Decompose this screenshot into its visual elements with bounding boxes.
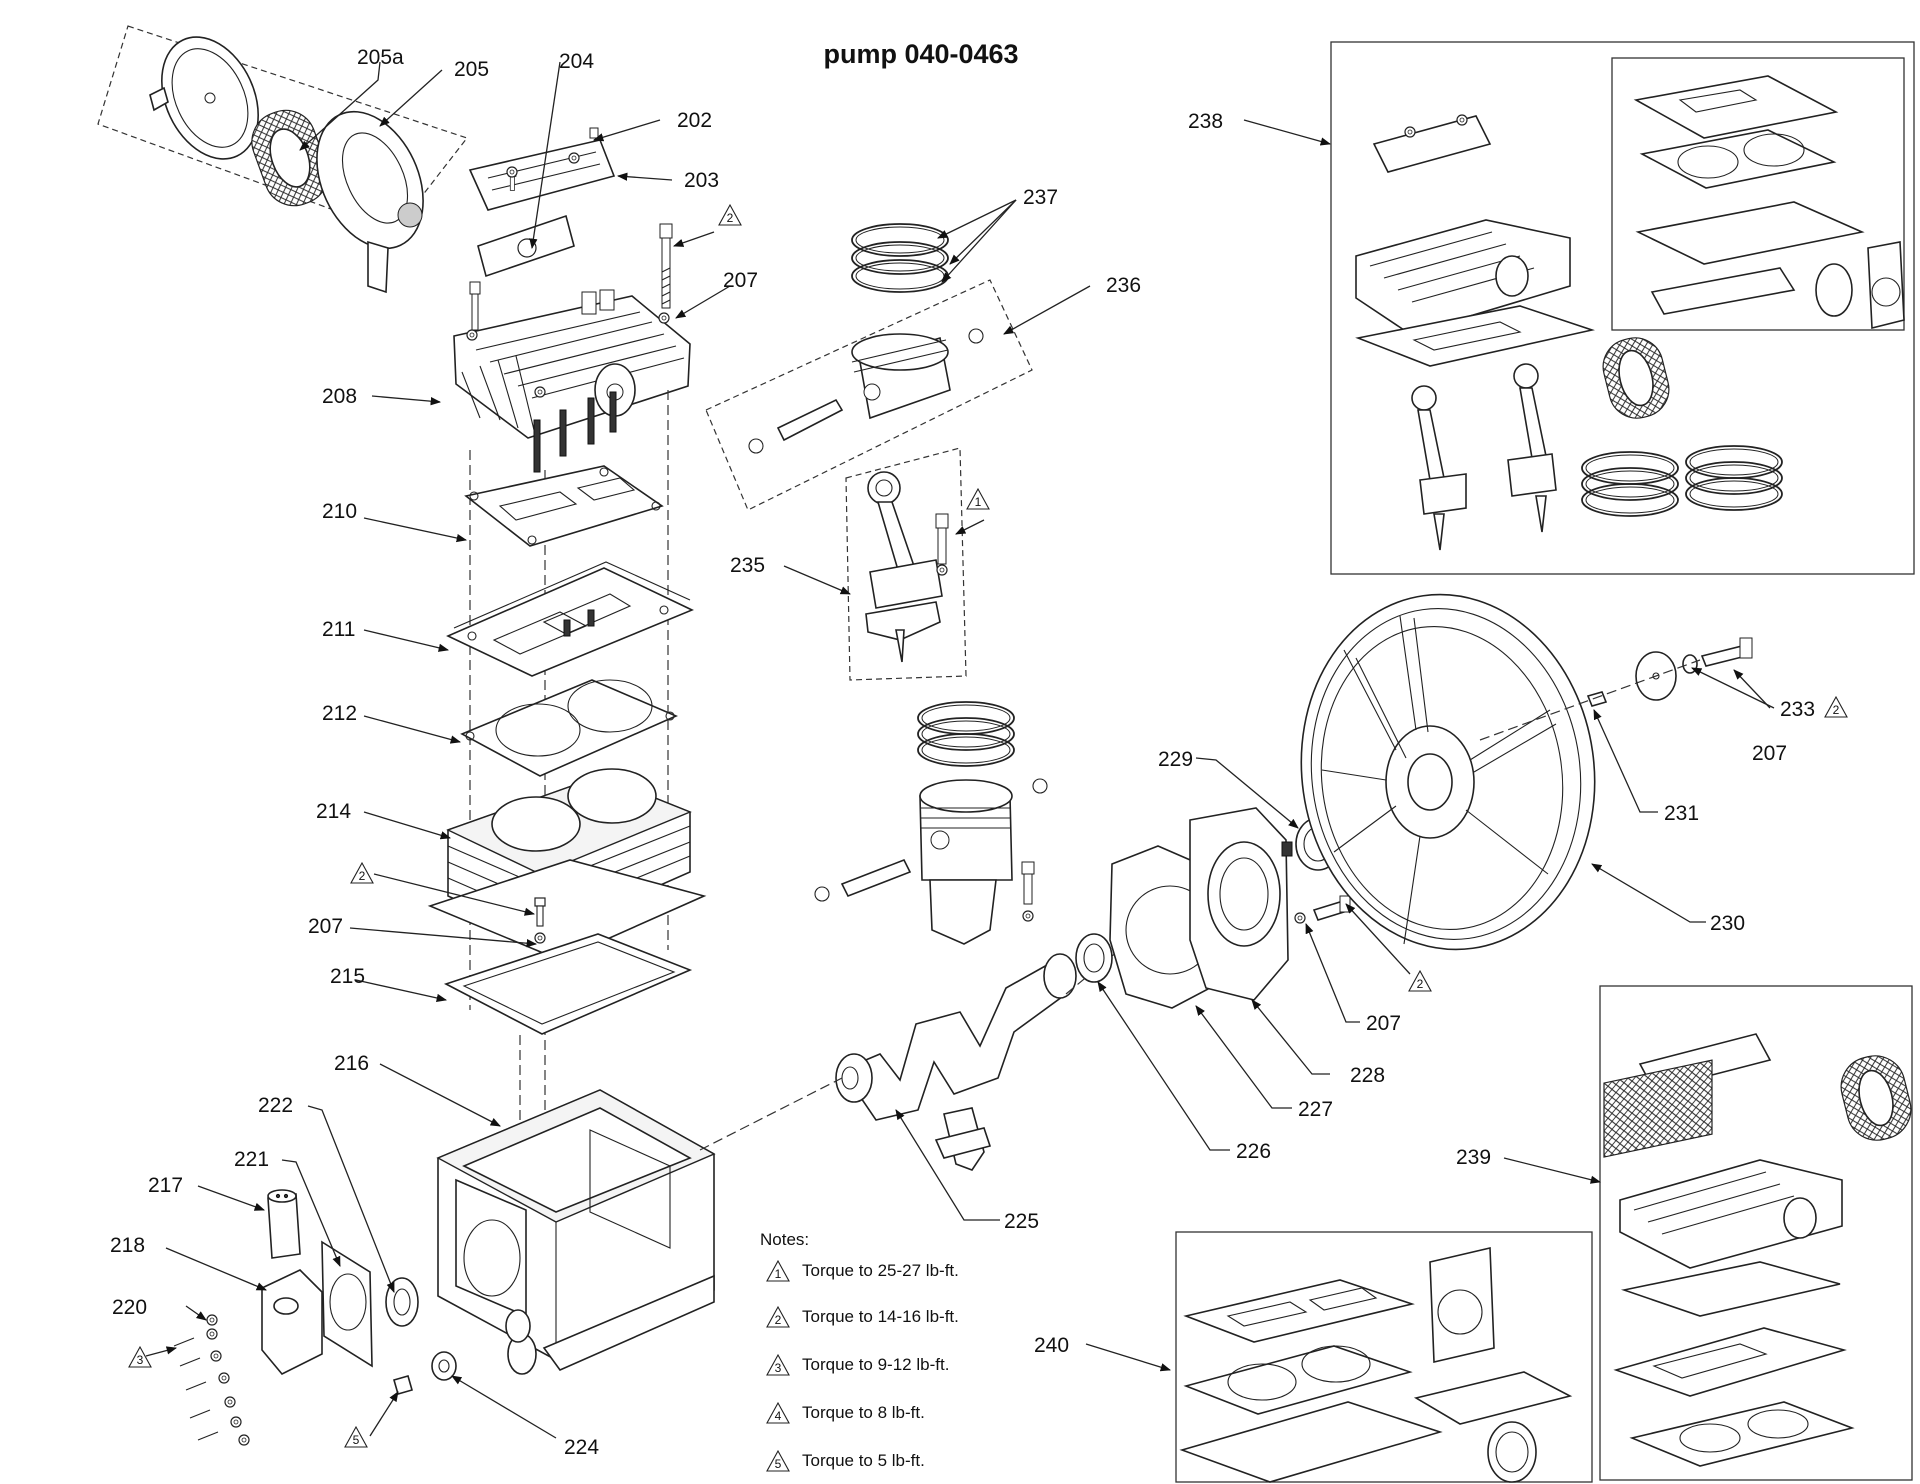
label-226: 226: [1236, 1140, 1271, 1163]
label-214: 214: [316, 800, 351, 823]
label-230: 230: [1710, 912, 1745, 935]
note-1-number: 1: [775, 1267, 782, 1281]
notes-legend: Notes: 1 Torque to 25-27 lb-ft. 2 Torque…: [760, 1230, 959, 1472]
torque-mark-flange: 2: [1417, 977, 1424, 991]
label-207-cylinder: 207: [308, 915, 343, 938]
drain-plug: [393, 1351, 457, 1395]
part-labels: 205a 205 204 202 203 207 208 210 211 212…: [110, 46, 1815, 1459]
torque-mark-plug: 5: [353, 1433, 360, 1447]
flange-bolt: [1294, 895, 1351, 924]
cover-bolts: [173, 1314, 250, 1446]
main-bearing-right: [1075, 933, 1113, 983]
label-212: 212: [322, 702, 357, 725]
torque-mark-cover-bolts: 3: [137, 1353, 144, 1367]
cylinder-gasket: [460, 679, 679, 777]
note-1-text: Torque to 25-27 lb-ft.: [802, 1261, 959, 1280]
flywheel-key-washer-bolt: [1479, 637, 1753, 741]
note-2-number: 2: [775, 1313, 782, 1327]
bearing-cover: [1189, 807, 1293, 1001]
label-233: 233: [1780, 698, 1815, 721]
label-229: 229: [1158, 748, 1193, 771]
label-210: 210: [322, 500, 357, 523]
torque-mark-rod: 1: [975, 495, 982, 509]
torque-mark-head: 2: [359, 869, 366, 883]
piston-rings-upper: [851, 223, 949, 293]
leader-lines: [145, 61, 1775, 1439]
label-221: 221: [234, 1148, 269, 1171]
flywheel: [1300, 593, 1596, 951]
note-2-text: Torque to 14-16 lb-ft.: [802, 1307, 959, 1326]
note-5-number: 5: [775, 1457, 782, 1471]
connecting-rod: [845, 447, 967, 681]
kit-240: [1175, 1231, 1593, 1483]
label-216: 216: [334, 1052, 369, 1075]
label-220: 220: [112, 1296, 147, 1319]
label-235: 235: [730, 554, 765, 577]
torque-mark-bolt: 2: [727, 211, 734, 225]
head-bolts: [469, 223, 673, 331]
label-207-upper: 207: [723, 269, 758, 292]
air-filter-assembly: [97, 25, 468, 294]
label-225: 225: [1004, 1210, 1039, 1233]
kit-239: [1599, 985, 1913, 1481]
kit-238: [1330, 41, 1915, 575]
label-224: 224: [564, 1436, 599, 1459]
head-gasket-plate: [464, 465, 664, 547]
piston-assembly-upper: [705, 279, 1033, 511]
piston-rings-lower: [917, 701, 1015, 767]
label-207-flange: 207: [1366, 1012, 1401, 1035]
crankshaft: [699, 953, 1077, 1171]
label-211: 211: [322, 618, 355, 641]
base-gasket: [443, 933, 693, 1035]
label-218: 218: [110, 1234, 145, 1257]
label-236: 236: [1106, 274, 1141, 297]
label-231: 231: [1664, 802, 1699, 825]
label-208: 208: [322, 385, 357, 408]
label-217: 217: [148, 1174, 183, 1197]
label-227: 227: [1298, 1098, 1333, 1121]
note-3-text: Torque to 9-12 lb-ft.: [802, 1355, 949, 1374]
label-215: 215: [330, 965, 365, 988]
label-207-flywheel: 207: [1752, 742, 1787, 765]
breather-and-cover: [261, 1189, 419, 1375]
cylinder-head: [453, 289, 691, 473]
note-4-number: 4: [775, 1409, 782, 1423]
notes-heading: Notes:: [760, 1230, 809, 1249]
label-205: 205: [454, 58, 489, 81]
valve-plate: [446, 561, 694, 677]
crankcase: [436, 1089, 716, 1375]
label-240: 240: [1034, 1334, 1069, 1357]
diagram-title: pump 040-0463: [823, 39, 1018, 69]
label-202: 202: [677, 109, 712, 132]
valve-cover-plate: [468, 127, 616, 211]
label-222: 222: [258, 1094, 293, 1117]
label-203: 203: [684, 169, 719, 192]
label-228: 228: [1350, 1064, 1385, 1087]
torque-mark-flywheel: 2: [1833, 703, 1840, 717]
label-204: 204: [559, 50, 594, 73]
note-5-text: Torque to 5 lb-ft.: [802, 1451, 925, 1470]
note-3-number: 3: [775, 1361, 782, 1375]
torque-markers: 2 2 1 3 5 2 2: [128, 204, 1848, 1448]
note-4-text: Torque to 8 lb-ft.: [802, 1403, 925, 1422]
label-237: 237: [1023, 186, 1058, 209]
label-238: 238: [1188, 110, 1223, 133]
piston-assembly-lower: [814, 778, 1048, 945]
cylinder-block: [427, 768, 707, 961]
label-239: 239: [1456, 1146, 1491, 1169]
label-205a: 205a: [357, 46, 404, 69]
